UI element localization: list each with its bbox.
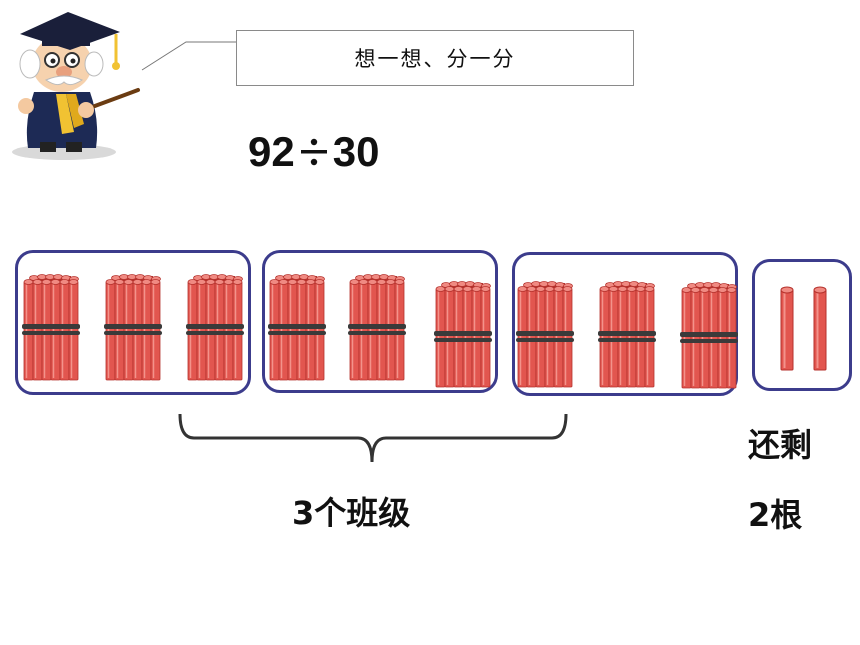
division-equation: 92 30: [248, 128, 379, 176]
stick-bundle-icon: [680, 278, 738, 394]
stick-bundle-icon: [104, 270, 162, 386]
divisor: 30: [332, 128, 380, 175]
stick-bundle-icon: [22, 270, 80, 386]
professor-with-pointer-icon: [12, 12, 140, 160]
classes-label: 3个班级: [292, 494, 411, 532]
division-sign-icon: [299, 135, 329, 169]
speech-box: 想一想、分一分: [236, 30, 634, 86]
stick-bundle-icon: [268, 270, 326, 386]
single-stick-icon: [779, 286, 795, 376]
stick-bundle-icon: [348, 270, 406, 386]
remainder-label-line2: 2根: [748, 496, 803, 534]
stick-bundle-icon: [186, 270, 244, 386]
stick-bundle-icon: [516, 277, 574, 393]
stick-bundle-icon: [598, 277, 656, 393]
remainder-box: [752, 259, 852, 391]
stick-bundle-icon: [434, 277, 492, 393]
remainder-label-line1: 还剩: [748, 426, 813, 464]
dividend: 92: [248, 128, 295, 175]
speech-text: 想一想、分一分: [354, 47, 516, 71]
single-stick-icon: [812, 286, 828, 376]
